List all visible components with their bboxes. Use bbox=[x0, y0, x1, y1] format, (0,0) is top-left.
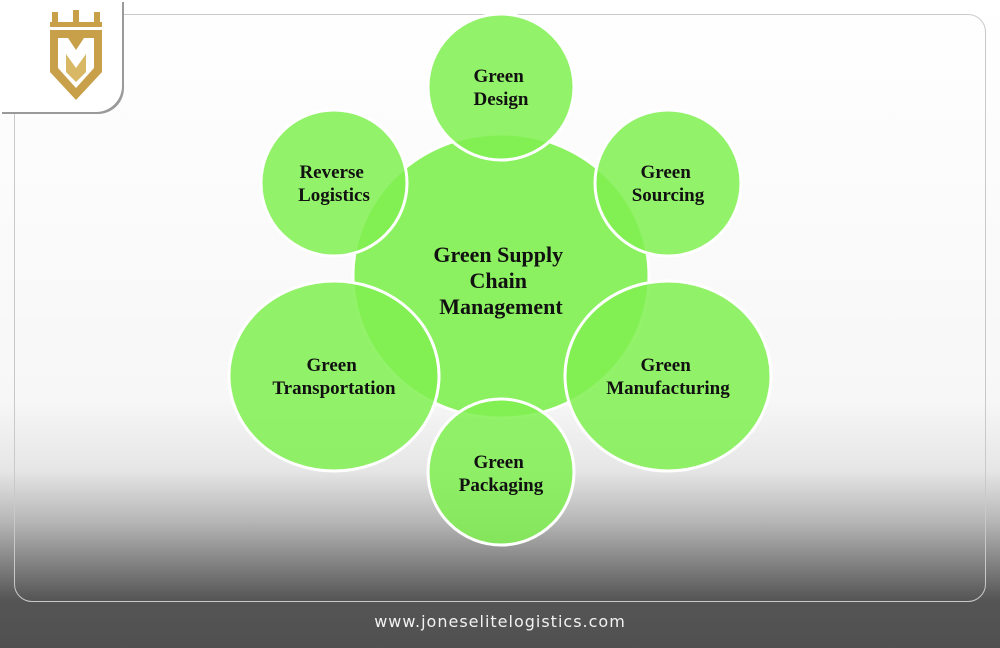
node-green-design bbox=[426, 12, 576, 162]
website-url[interactable]: www.joneselitelogistics.com bbox=[374, 612, 626, 631]
label-green-design: Green Design bbox=[473, 66, 528, 110]
label-green-transportation: Green Transportation bbox=[272, 355, 396, 399]
node-green-transportation bbox=[227, 279, 441, 473]
node-green-packaging bbox=[426, 397, 576, 547]
logo-tab bbox=[0, 0, 122, 112]
node-reverse-logistics bbox=[259, 108, 409, 258]
label-green-manufacturing: Green Manufacturing bbox=[606, 355, 730, 399]
node-green-sourcing bbox=[593, 108, 743, 258]
center-label: Green Supply Chain Management bbox=[433, 242, 568, 319]
node-green-manufacturing bbox=[563, 279, 773, 473]
label-green-sourcing: Green Sourcing bbox=[632, 162, 705, 206]
label-green-packaging: Green Packaging bbox=[459, 452, 544, 496]
label-reverse-logistics: Reverse Logistics bbox=[298, 162, 370, 206]
crowned-shield-logo-icon bbox=[50, 10, 102, 100]
